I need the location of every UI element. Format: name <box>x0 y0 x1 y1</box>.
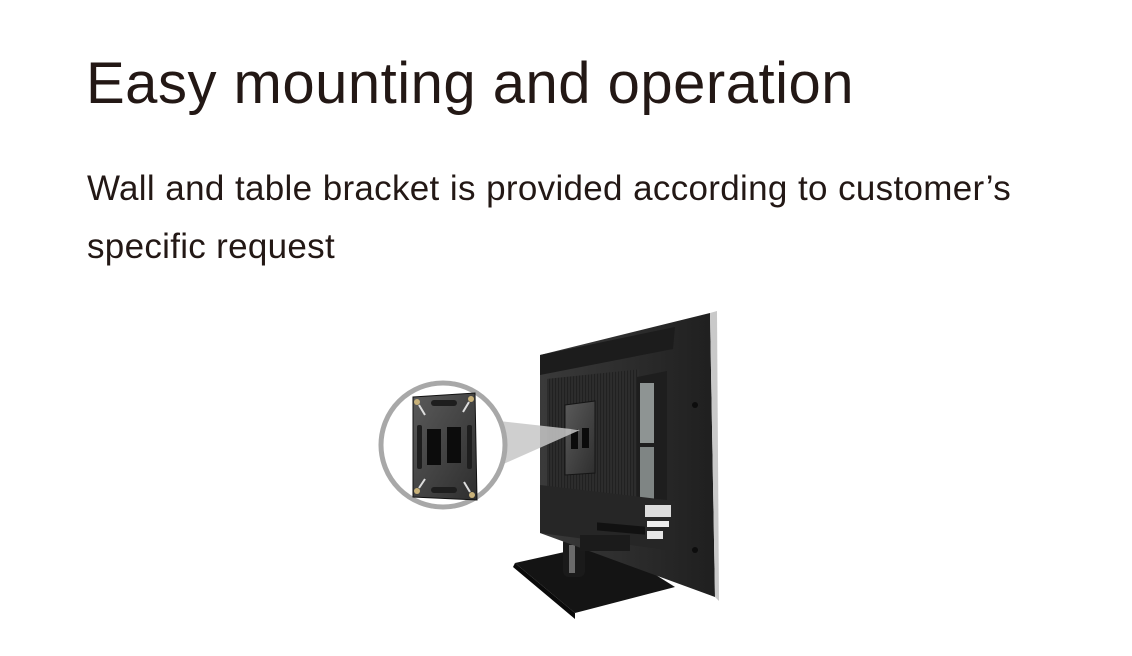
section-description: Wall and table bracket is provided accor… <box>87 169 1011 266</box>
product-image-tv-mount <box>375 305 735 625</box>
callout-magnifier <box>378 380 580 510</box>
section-title: Easy mounting and operation <box>86 51 855 116</box>
tv-body <box>540 311 719 601</box>
